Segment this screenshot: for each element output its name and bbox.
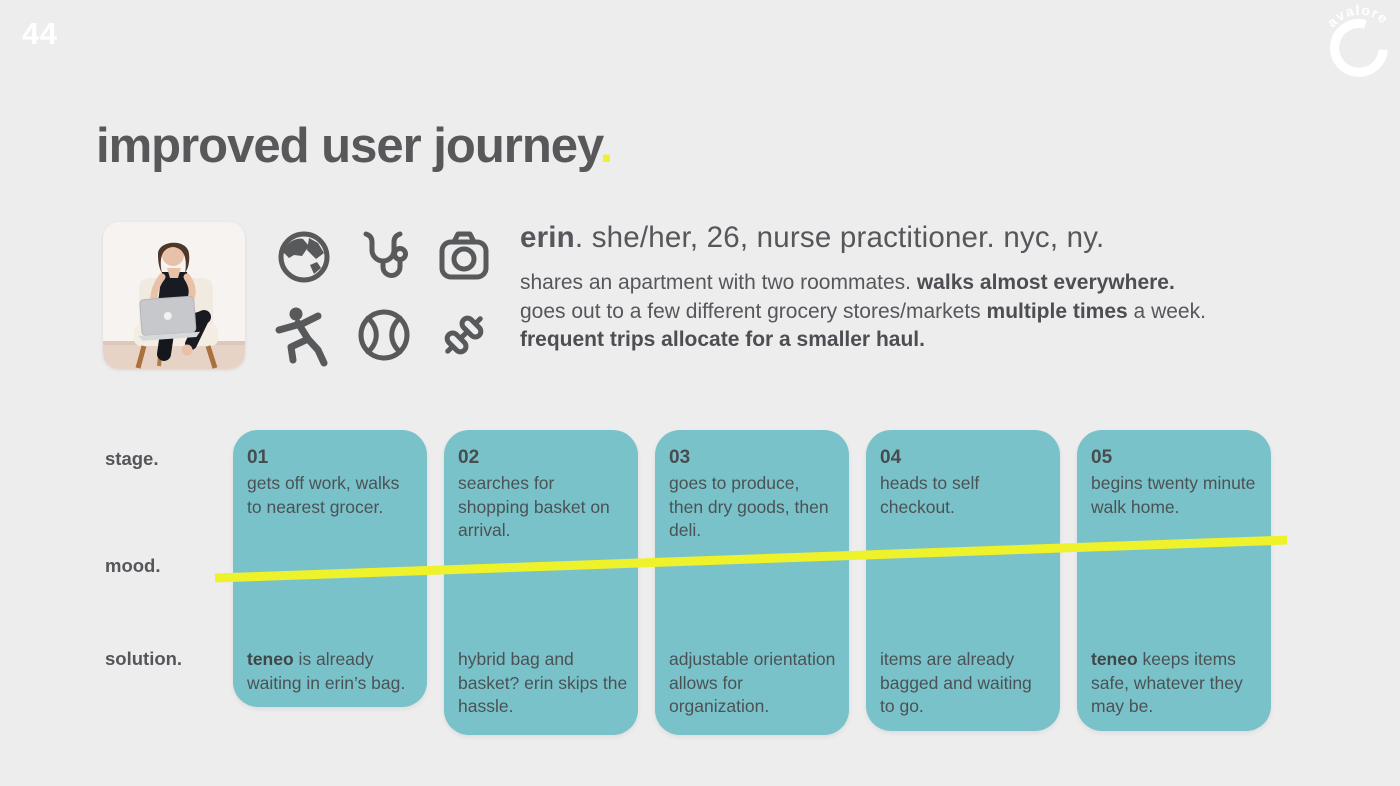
stethoscope-icon bbox=[363, 231, 408, 278]
page-title-text: improved user journey bbox=[96, 119, 601, 173]
journey-card-03: 03 goes to produce, then dry goods, then… bbox=[655, 430, 849, 735]
persona-photo bbox=[103, 222, 245, 369]
brand-logo: avalore bbox=[1320, 2, 1398, 82]
journey-card-05: 05 begins twenty minute walk home. teneo… bbox=[1077, 430, 1271, 731]
persona-text-block: erin. she/her, 26, nurse practitioner. n… bbox=[520, 221, 1310, 355]
journey-card-stage-text: searches for shopping basket on arrival. bbox=[458, 473, 610, 540]
journey-card-stage-text: begins twenty minute walk home. bbox=[1091, 473, 1256, 517]
row-label-mood: mood. bbox=[105, 555, 161, 576]
journey-card-solution-text: teneo is already waiting in erin’s bag. bbox=[247, 649, 406, 693]
page-number: 44 bbox=[22, 16, 58, 51]
brand-logo-icon: avalore bbox=[1323, 2, 1391, 77]
persona-interest-icons bbox=[272, 225, 496, 367]
journey-card-solution-text: adjustable orientation allows for organi… bbox=[669, 649, 836, 716]
dumbbell-icon bbox=[444, 315, 484, 355]
journey-card-solution-text: hybrid bag and basket? erin skips the ha… bbox=[458, 649, 628, 716]
journey-card-number: 02 bbox=[458, 447, 480, 468]
journey-card-number: 04 bbox=[880, 447, 902, 468]
persona-description-line-2: goes out to a few different grocery stor… bbox=[520, 299, 1206, 323]
globe-icon bbox=[278, 231, 330, 283]
persona-description-line-1: shares an apartment with two roommates. … bbox=[520, 271, 1175, 294]
journey-card-solution-text: items are already bagged and waiting to … bbox=[880, 649, 1032, 716]
page-title-accent-period: . bbox=[599, 119, 614, 173]
row-label-solution: solution. bbox=[105, 648, 183, 669]
runner-icon bbox=[275, 307, 328, 367]
page-title: improved user journey. bbox=[96, 118, 614, 174]
journey-card-01: 01 gets off work, walks to nearest groce… bbox=[233, 430, 427, 707]
journey-card-02: 02 searches for shopping basket on arriv… bbox=[444, 430, 638, 735]
persona-headline: erin. she/her, 26, nurse practitioner. n… bbox=[520, 221, 1105, 254]
journey-card-solution-text: teneo keeps items safe, whatever they ma… bbox=[1091, 649, 1243, 716]
journey-card-number: 03 bbox=[669, 447, 691, 468]
journey-card-stage-text: goes to produce, then dry goods, then de… bbox=[669, 473, 829, 540]
journey-card-stage-text: heads to self checkout. bbox=[880, 473, 980, 517]
tennis-ball-icon bbox=[358, 309, 410, 361]
camera-icon bbox=[439, 231, 489, 280]
journey-card-stage-text: gets off work, walks to nearest grocer. bbox=[247, 473, 400, 517]
persona-description-line-3: frequent trips allocate for a smaller ha… bbox=[520, 328, 925, 351]
persona-photo-illustration bbox=[103, 222, 245, 369]
journey-card-number: 05 bbox=[1091, 447, 1113, 468]
journey-card-04: 04 heads to self checkout. items are alr… bbox=[866, 430, 1060, 731]
persona-description: shares an apartment with two roommates. … bbox=[520, 269, 1310, 355]
journey-card-number: 01 bbox=[247, 447, 269, 468]
row-label-stage: stage. bbox=[105, 448, 159, 469]
